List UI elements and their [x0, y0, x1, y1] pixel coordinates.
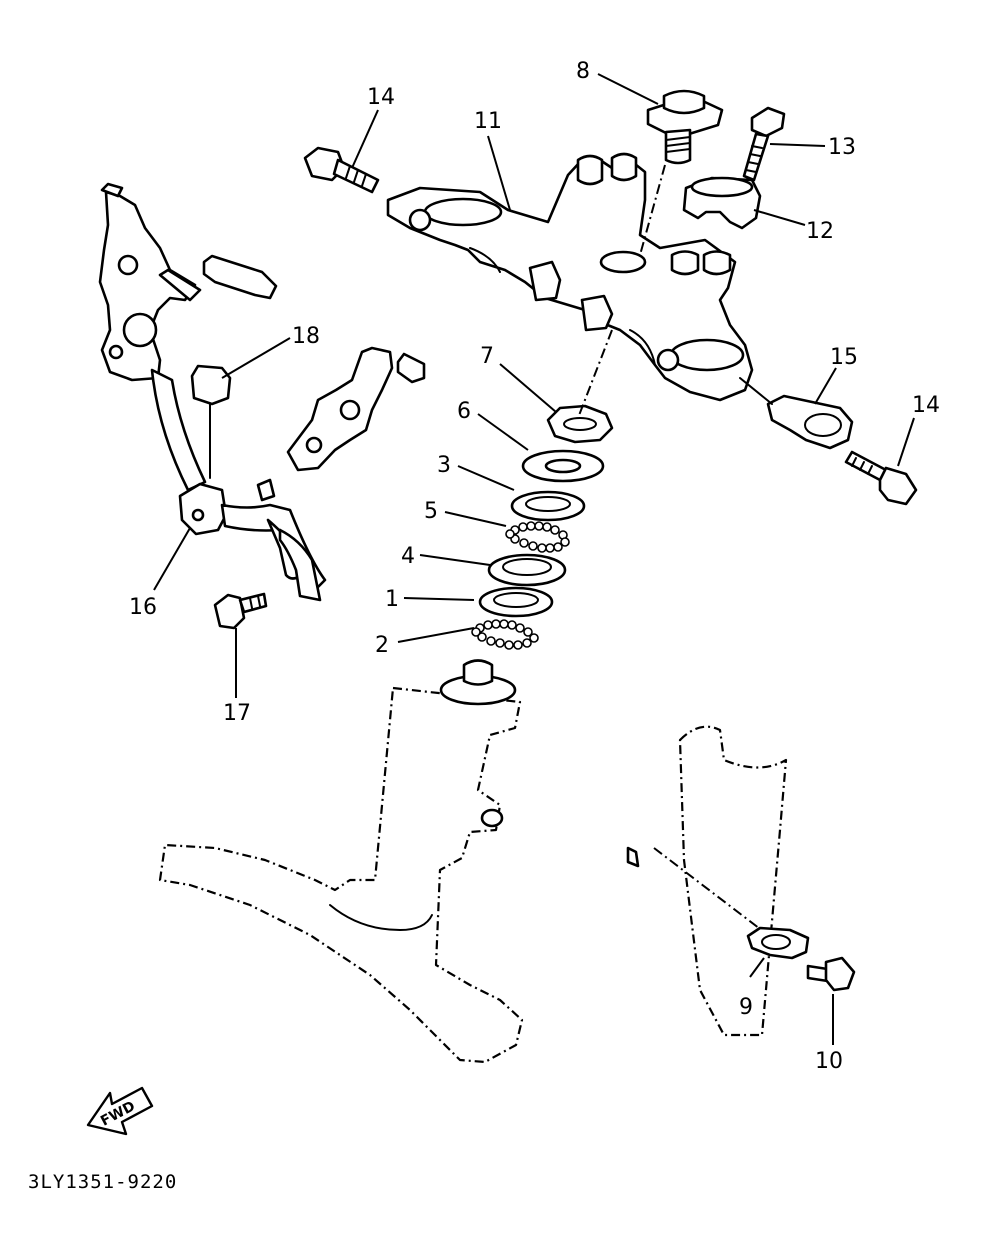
callout-2: 2 [375, 633, 389, 658]
ring-nut-7 [546, 404, 614, 444]
bearing-race-3 [510, 490, 586, 522]
screw-10 [806, 956, 856, 992]
stem-axis-line [577, 164, 666, 419]
callout-18: 18 [292, 324, 320, 349]
washer-6 [521, 449, 605, 483]
upper-bracket [386, 152, 754, 402]
handlebar-holder-12 [682, 176, 762, 230]
pinch-bolt-14-right [844, 450, 918, 506]
headlight-stay-left [98, 182, 278, 382]
bolt-13 [742, 106, 786, 182]
leader-lines [153, 73, 915, 1045]
center-bolt-8 [646, 89, 724, 165]
callout-5: 5 [424, 499, 438, 524]
callout-6: 6 [457, 399, 471, 424]
ball-bearings-2 [471, 619, 539, 650]
callout-7: 7 [480, 344, 494, 369]
diagram-code: 3LY1351-9220 [28, 1171, 177, 1193]
forward-arrow-icon: FWD [86, 1086, 154, 1136]
callout-11: 11 [474, 109, 502, 134]
callout-4: 4 [401, 544, 415, 569]
pinch-bolt-14-top [303, 146, 380, 194]
callout-8: 8 [576, 59, 590, 84]
callout-16: 16 [129, 595, 157, 620]
callout-3: 3 [437, 453, 451, 478]
rubber-damper-18 [190, 364, 232, 479]
callout-labels: 1 2 3 4 5 6 7 8 9 10 11 12 13 14 14 15 1… [129, 59, 940, 1074]
mounting-frame-16 [150, 346, 426, 602]
callout-17: 17 [223, 701, 251, 726]
wire-clamp-9 [746, 926, 810, 960]
callout-10: 10 [815, 1049, 843, 1074]
bolt-17 [213, 592, 268, 630]
dust-seal-1 [478, 586, 554, 618]
callout-13: 13 [828, 135, 856, 160]
callout-14-top: 14 [367, 85, 395, 110]
callout-1: 1 [385, 587, 399, 612]
steering-column-ghost [158, 659, 524, 1064]
callout-15: 15 [830, 345, 858, 370]
callout-9: 9 [739, 995, 753, 1020]
callout-14-right: 14 [912, 393, 940, 418]
bearing-race-4 [487, 553, 567, 587]
ball-bearings-5 [505, 521, 570, 553]
fork-tube-ghost [626, 725, 788, 1037]
cable-guide-15 [739, 377, 854, 450]
callout-12: 12 [806, 219, 834, 244]
